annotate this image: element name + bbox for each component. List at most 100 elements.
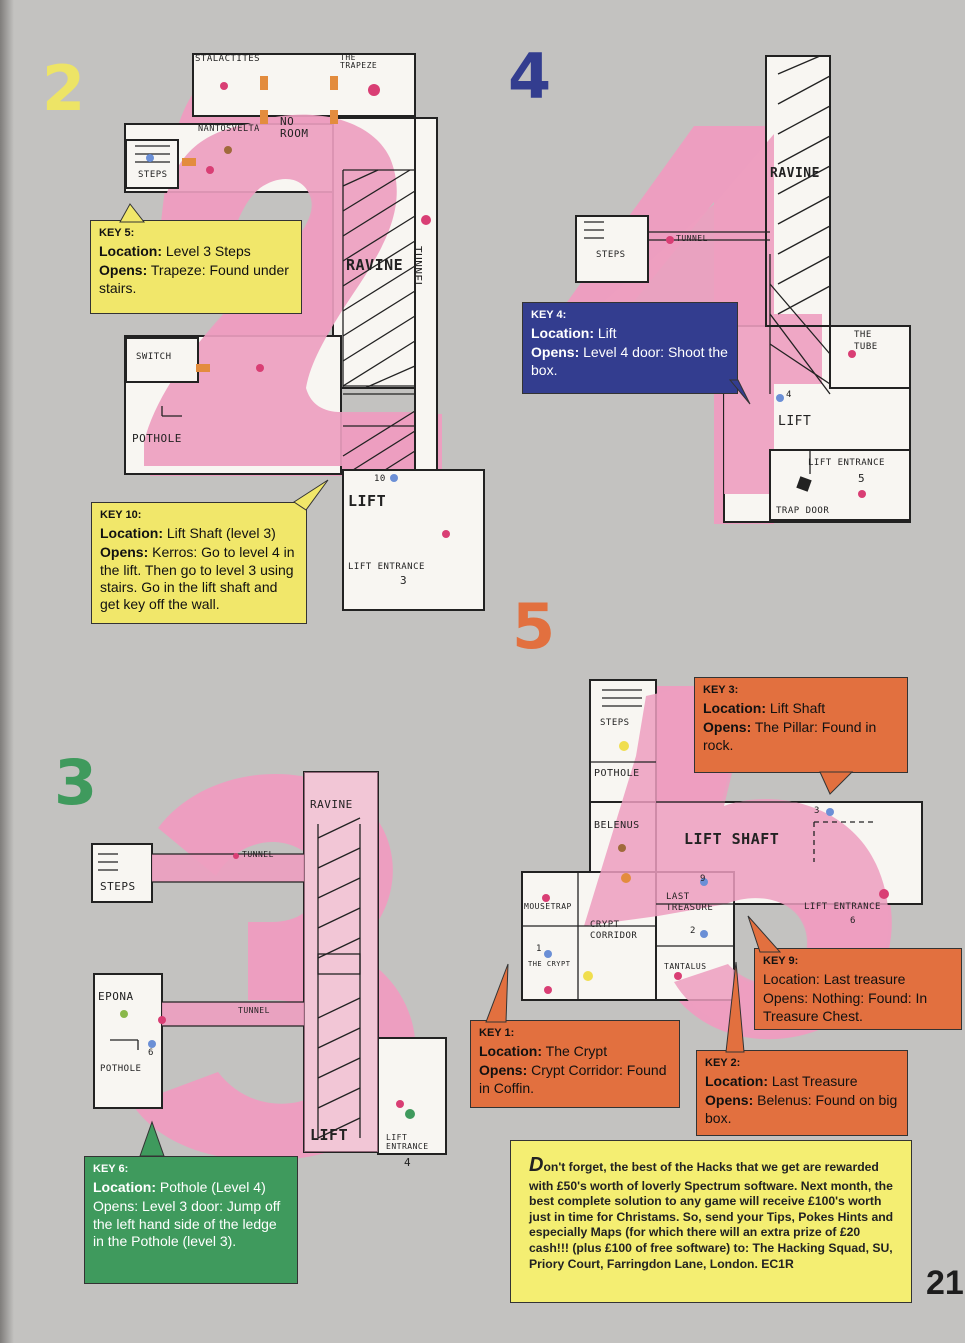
level-2-markers — [146, 76, 450, 538]
key-9-callout: KEY 9: Location: Last treasure Opens: No… — [754, 948, 962, 1030]
room-pothole-level-5: POTHOLE — [594, 768, 640, 779]
room-pothole-level-3: POTHOLE — [100, 1064, 142, 1074]
key-9-title: KEY 9: — [763, 955, 799, 967]
room-no-room: NO ROOM — [280, 115, 309, 141]
key-4-location: Lift — [597, 325, 617, 342]
room-steps-level-5: STEPS — [600, 718, 630, 728]
key-6-callout-tail — [139, 1120, 165, 1157]
level-3-map-drawing — [91, 771, 447, 1161]
room-lift-level-2: LIFT — [348, 492, 387, 510]
key-4-callout-tail — [728, 379, 751, 405]
notice-prize-1: £50's — [556, 1178, 587, 1193]
key-1-location-label: Location: — [479, 1043, 542, 1060]
last-treasure-key-marker-9: 9 — [700, 874, 706, 884]
key-6-location: Pothole (Level 4) — [159, 1179, 266, 1196]
key-9-location: Last treasure — [823, 971, 906, 988]
room-the-tube: THE TUBE — [854, 330, 878, 352]
key-10-opens: Kerros: Go to level 4 in the lift. Then … — [100, 544, 295, 612]
room-lift-entrance-6: LIFT ENTRANCE — [804, 902, 881, 912]
level-3-markers — [120, 853, 415, 1119]
room-trap-door: TRAP DOOR — [776, 506, 830, 516]
key-5-callout-tail — [119, 203, 146, 223]
room-mousetrap: MOUSETRAP — [524, 902, 572, 911]
key-1-opens-label: Opens: — [479, 1062, 528, 1079]
key-1-callout-tail — [485, 963, 509, 1023]
key-1-callout: KEY 1: Location: The Crypt Opens: Crypt … — [470, 1020, 680, 1108]
key-9-opens-label: Opens: — [763, 990, 809, 1007]
key-5-location: Level 3 Steps — [165, 243, 251, 260]
key-4-opens: Level 4 door: Shoot the box. — [531, 344, 728, 378]
key-9-location-label: Location: — [763, 971, 820, 988]
room-switch: SWITCH — [136, 352, 172, 362]
key-9-callout-tail — [747, 915, 782, 953]
room-lift-shaft: LIFT SHAFT — [684, 830, 780, 848]
room-steps-level-3: STEPS — [100, 880, 136, 893]
key-2-location: Last Treasure — [771, 1073, 858, 1090]
key-4-opens-label: Opens: — [531, 344, 580, 361]
key-2-callout: KEY 2: Location: Last Treasure Opens: Be… — [696, 1050, 908, 1136]
hacking-squad-notice: Don't forget, the best of the Hacks that… — [510, 1140, 912, 1303]
key-2-location-label: Location: — [705, 1073, 768, 1090]
notice-text-4: (plus £100 of free software) to: — [568, 1241, 753, 1256]
room-epona: EPONA — [98, 990, 134, 1003]
key-10-callout: KEY 10: Location: Lift Shaft (level 3) O… — [91, 502, 307, 624]
level-5-heading: 5 — [512, 590, 556, 663]
level-3-heading: 3 — [54, 746, 98, 819]
key-3-opens-label: Opens: — [703, 719, 752, 736]
key-6-opens: Level 3 door: Jump off the left hand sid… — [93, 1198, 281, 1249]
key-2-title: KEY 2: — [705, 1057, 741, 1069]
key-3-location: Lift Shaft — [769, 700, 826, 717]
notice-text-1: on't forget, the best of the Hacks that … — [529, 1160, 879, 1193]
key-9-opens: Nothing: Found: In Treasure Chest. — [763, 990, 928, 1024]
room-lift-entrance-4: LIFT ENTRANCE — [386, 1133, 429, 1151]
level-4-markers — [666, 236, 866, 498]
key-4-title: KEY 4: — [531, 309, 567, 321]
lift-entrance-number-4: 4 — [404, 1156, 412, 1169]
the-crypt-key-marker-1: 1 — [536, 944, 542, 954]
key-3-opens: The Pillar: Found in rock. — [703, 719, 877, 753]
key-10-callout-tail — [293, 479, 329, 511]
notice-address: The Hacking Squad, SU, Priory Court, Far… — [529, 1241, 893, 1271]
room-tantalus: TANTALUS — [664, 962, 707, 971]
key-2-opens: Belenus: Found on big box. — [705, 1092, 898, 1126]
key-1-opens: Crypt Corridor: Found in Coffin. — [479, 1062, 667, 1096]
key-4-location-label: Location: — [531, 325, 594, 342]
room-ravine-level-4: RAVINE — [770, 166, 820, 181]
room-stalactites: STALACTITES — [195, 54, 261, 64]
room-lift-entrance-5: LIFT ENTRANCE — [808, 458, 885, 468]
key-6-title: KEY 6: — [93, 1163, 129, 1175]
notice-drop-cap: D — [529, 1154, 544, 1176]
key-6-opens-label: Opens: — [93, 1198, 139, 1215]
key-5-title: KEY 5: — [99, 227, 135, 239]
key-1-title: KEY 1: — [479, 1027, 515, 1039]
lift-entrance-number-5: 5 — [858, 472, 866, 485]
room-tunnel-level-4: TUNNEL — [676, 234, 708, 243]
room-lift-level-4: LIFT — [778, 414, 812, 429]
lift-key-number-10: 10 — [374, 474, 386, 484]
level-4-map: RAVINE TUNNEL STEPS THE TUBE 4 LIFT LIFT… — [544, 54, 914, 524]
last-treasure-key-marker-2: 2 — [690, 926, 696, 936]
room-steps-level-2: STEPS — [138, 170, 168, 180]
key-4-callout: KEY 4: Location: Lift Opens: Level 4 doo… — [522, 302, 738, 394]
level-4-heading: 4 — [508, 40, 552, 113]
level-3-map: RAVINE TUNNEL STEPS EPONA TUNNEL 6 POTHO… — [88, 758, 458, 1169]
room-ravine-level-3: RAVINE — [310, 798, 353, 811]
room-crypt-corridor: CRYPT CORRIDOR — [590, 920, 638, 941]
key-5-opens-label: Opens: — [99, 262, 148, 279]
key-1-location: The Crypt — [545, 1043, 608, 1060]
key-6-location-label: Location: — [93, 1179, 156, 1196]
room-tunnel-level-3-bottom: TUNNEL — [238, 1006, 270, 1015]
room-nantosvelta: NANTOSVELTA — [198, 124, 260, 134]
lift-entrance-number-3: 3 — [400, 574, 408, 587]
page-number: 21 — [926, 1264, 964, 1302]
key-3-location-label: Location: — [703, 700, 766, 717]
key-3-callout: KEY 3: Location: Lift Shaft Opens: The P… — [694, 677, 908, 773]
room-pothole-level-2: POTHOLE — [132, 432, 182, 445]
pothole-key-marker-6: 6 — [148, 1048, 154, 1058]
key-6-callout: KEY 6: Location: Pothole (Level 4) Opens… — [84, 1156, 298, 1284]
room-lift-entrance-3: LIFT ENTRANCE — [348, 562, 425, 572]
level-4-map-drawing — [544, 55, 911, 524]
notice-prize-2: £100's — [808, 1194, 845, 1209]
page-spine-shadow — [0, 0, 14, 1343]
key-5-location-label: Location: — [99, 243, 162, 260]
